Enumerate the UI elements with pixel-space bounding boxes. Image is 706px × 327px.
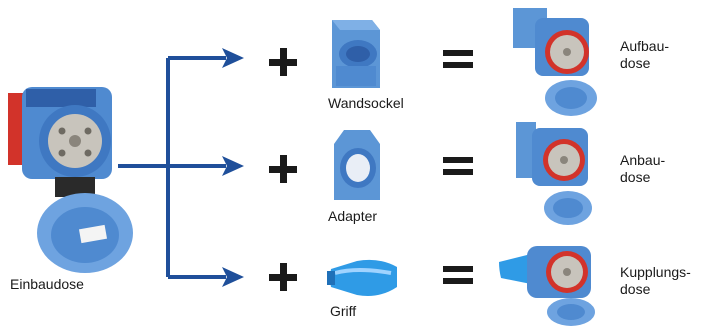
adapter-image	[334, 130, 380, 200]
result-label-anbaudose: Anbau- dose	[620, 152, 665, 186]
part-label-griff: Griff	[330, 303, 357, 319]
result-label-line: Anbau-	[620, 152, 666, 168]
result-label-line: dose	[620, 281, 651, 297]
result-label-line: Kupplungs-	[620, 264, 691, 280]
aufbaudose-image	[513, 8, 597, 116]
base-label-einbaudose: Einbaudose	[10, 276, 84, 292]
plus-icon	[269, 263, 297, 291]
einbaudose-image	[8, 87, 133, 273]
result-label-line: Aufbau-	[620, 38, 670, 54]
result-label-aufbaudose: Aufbau- dose	[620, 38, 669, 72]
kupplungsdose-image	[499, 246, 595, 326]
result-label-kupplungsdose: Kupplungs- dose	[620, 264, 691, 298]
equals-icon	[443, 266, 473, 284]
part-label-adapter: Adapter	[328, 208, 378, 224]
plus-icon	[269, 48, 297, 76]
wandsockel-image	[332, 20, 380, 88]
anbaudose-image	[516, 122, 592, 225]
result-label-line: dose	[620, 55, 651, 71]
equals-icon	[443, 157, 473, 175]
result-label-line: dose	[620, 169, 651, 185]
griff-image	[327, 259, 397, 296]
equals-icon	[443, 50, 473, 68]
plus-icon	[269, 155, 297, 183]
part-label-wandsockel: Wandsockel	[328, 95, 404, 111]
